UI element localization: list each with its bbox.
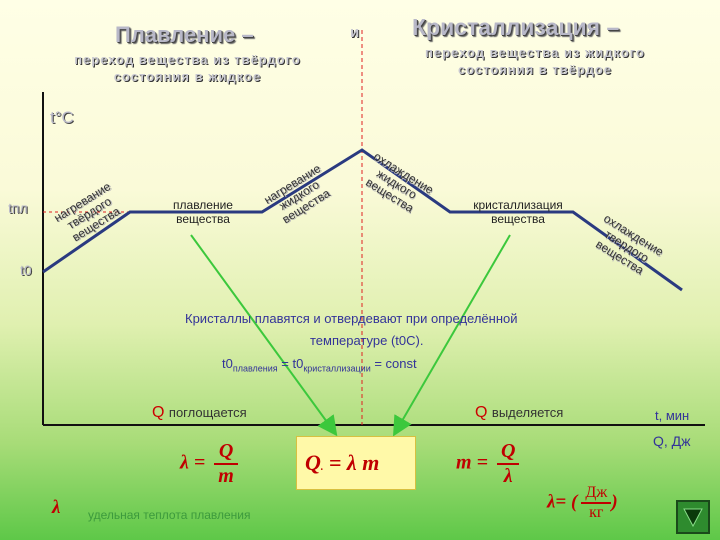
y-axis-label: t°C <box>50 108 74 127</box>
cryst-def-line2: состояния в твёрдое <box>457 62 613 77</box>
heat-absorbed: Q поглощается <box>152 404 247 422</box>
cryst-def-line1: переход вещества из жидкого <box>425 45 645 60</box>
eq-tail: = const <box>370 356 417 371</box>
x-axis-label-alt: Q, Дж <box>653 433 691 449</box>
m-numerator: Q <box>496 440 520 465</box>
triangle-down-icon <box>683 508 703 528</box>
arrow-melting <box>190 234 338 437</box>
unit-denominator: кг <box>589 504 604 521</box>
next-slide-button[interactable] <box>676 500 710 534</box>
crystallization-2: вещества <box>491 212 545 226</box>
q-left: Q <box>305 450 321 475</box>
lambda-denominator: m <box>218 465 234 487</box>
unit-close: ) <box>611 491 618 513</box>
eq-t: t0 <box>222 356 233 371</box>
formula-box <box>296 436 416 490</box>
formula-m: m = Q λ <box>456 440 520 488</box>
melting-def-line2: состояния в жидкое <box>113 69 262 84</box>
melting-definition: переход вещества из твёрдого состояния в… <box>40 51 335 85</box>
crystallization-title: Кристаллизация – <box>412 14 620 40</box>
eq-sub2: кристаллизации <box>303 363 371 374</box>
formula-lambda: λ = Q m <box>180 440 238 488</box>
x-axis-label: t, мин <box>655 408 690 423</box>
note-line2: температуре (t0C). <box>310 333 424 348</box>
absorbed-text: поглощается <box>168 405 247 420</box>
conjunction: и <box>350 24 360 41</box>
crystallization-definition: переход вещества из жидкого состояния в … <box>385 44 685 78</box>
eq-mid: = t0 <box>277 356 304 371</box>
melting-1: плавление <box>173 198 233 212</box>
m-denominator: λ <box>503 465 513 487</box>
crystallization-1: кристаллизация <box>473 198 563 212</box>
melting-2: вещества <box>176 212 230 226</box>
temperature-curve <box>42 148 683 292</box>
unit-open: λ= ( <box>547 491 578 513</box>
unit-numerator: Дж <box>581 484 612 504</box>
q-right: = λ m <box>328 450 380 475</box>
y-tick-melting: tпл <box>8 200 28 216</box>
m-symbol: m <box>456 451 472 474</box>
q-symbol-right: Q <box>475 404 488 421</box>
m-eq: = <box>476 451 488 474</box>
note-line1: Кристаллы плавятся и отвердевают при опр… <box>185 311 518 326</box>
footer-lambda-desc: удельная теплота плавления <box>88 508 251 522</box>
lambda-symbol: λ <box>180 451 189 474</box>
footer-lambda: λ <box>52 497 61 518</box>
y-tick-initial: t0 <box>20 262 32 278</box>
heat-released: Q выделяется <box>475 404 563 422</box>
m-fraction: Q λ <box>496 440 520 488</box>
q-symbol-left: Q <box>152 404 165 421</box>
lambda-numerator: Q <box>214 440 238 465</box>
melting-title: Плавление – <box>115 22 254 47</box>
label-melting: плавление вещества <box>158 198 248 226</box>
melting-def-line1: переход вещества из твёрдого <box>74 52 301 67</box>
released-text: выделяется <box>491 405 564 420</box>
formula-q: Q. = λ m <box>305 450 380 475</box>
note-equation: t0плавления = t0кристаллизации = const <box>222 356 417 374</box>
lambda-fraction: Q m <box>214 440 238 488</box>
arrow-crystallization <box>392 234 511 437</box>
lambda-eq: = <box>193 451 206 474</box>
eq-sub1: плавления <box>232 363 278 374</box>
label-crystallization: кристаллизация вещества <box>468 198 568 226</box>
